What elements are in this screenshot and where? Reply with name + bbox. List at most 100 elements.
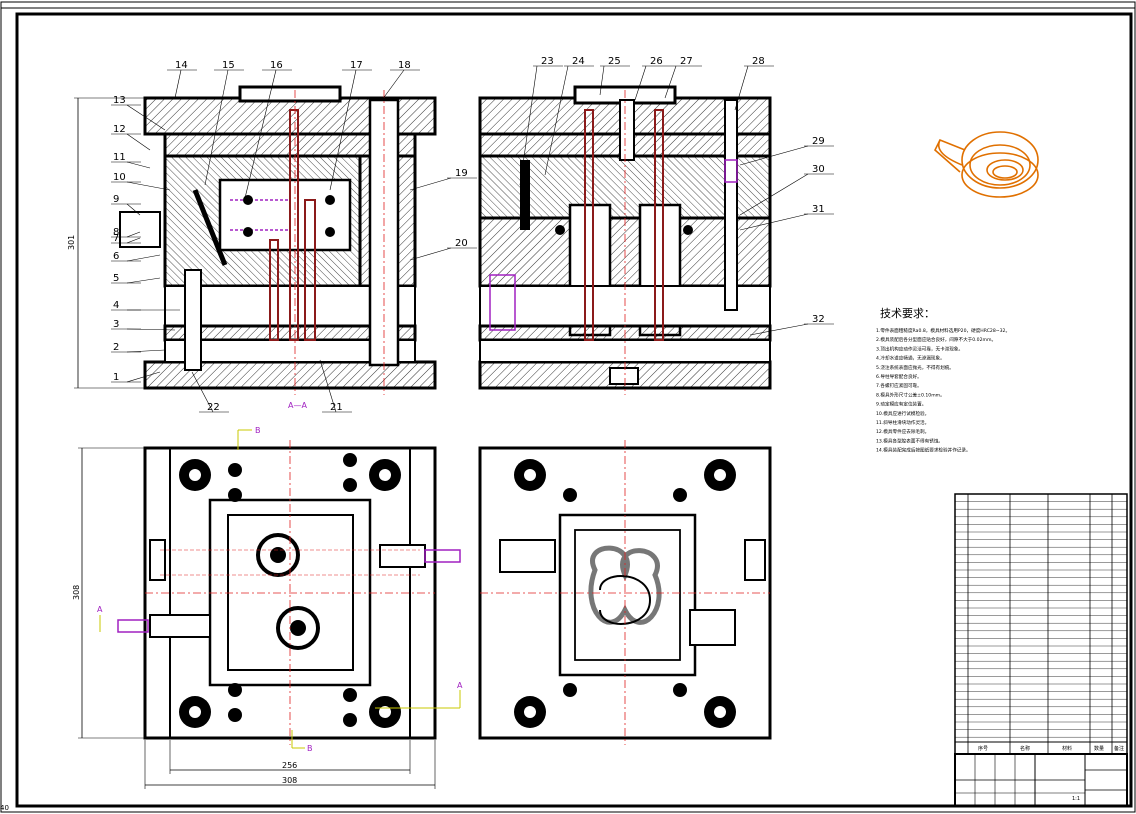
- callout-label-18: 18: [398, 60, 411, 71]
- bom-header-qty: 数量: [1094, 745, 1104, 752]
- callout-leader-15: [204, 69, 229, 186]
- callout-label-28: 28: [752, 56, 765, 67]
- callout-leader-14: [174, 69, 182, 99]
- tech-item-8: 8.模具外形尺寸公差±0.10mm。: [876, 391, 945, 398]
- marker-a-right: A: [457, 681, 463, 690]
- dim-301: 301: [67, 235, 76, 250]
- callout-label-27: 27: [680, 56, 693, 67]
- callout-label-13: 13: [113, 95, 126, 106]
- callout-label-9: 9: [113, 194, 119, 205]
- callout-leader-16: [244, 69, 277, 199]
- callout-leader-5: [126, 277, 161, 284]
- callout-label-31: 31: [812, 204, 825, 215]
- callout-leader-3: [126, 328, 176, 331]
- callout-leader-11: [126, 161, 151, 169]
- callout-label-3: 3: [113, 319, 119, 330]
- bom-header-name: 名称: [1020, 745, 1030, 752]
- callout-label-22: 22: [207, 402, 220, 413]
- callout-leader-26: [634, 65, 647, 101]
- callout-label-2: 2: [113, 342, 119, 353]
- dimension-section-height: 301: [67, 97, 145, 389]
- callout-leader-24: [544, 65, 569, 176]
- tech-item-5: 5.浇注系统表面应抛光，不得有划痕。: [876, 364, 954, 371]
- callout-label-32: 32: [812, 314, 825, 325]
- callout-leader-31: [739, 213, 809, 231]
- callout-leader-12: [126, 133, 151, 151]
- callout-label-14: 14: [175, 60, 188, 71]
- tech-requirements: 技术要求： 1.零件表面粗糙度Ra0.8，模具材料选用P20，硬度HRC28~3…: [876, 307, 1010, 454]
- bom-table: 序号 名称 材料 数量 备注: [954, 493, 1128, 755]
- callout-leader-21: [319, 359, 337, 413]
- section-markers: B B A A: [97, 426, 463, 753]
- callout-leader-7: [126, 237, 141, 244]
- callout-label-12: 12: [113, 124, 126, 135]
- tech-item-10: 10.模具应进行试模检验。: [876, 410, 929, 417]
- tech-item-14: 14.模具装配完成后按图纸要求检验并作记录。: [876, 447, 971, 454]
- callout-leader-22: [191, 371, 214, 413]
- callout-label-29: 29: [812, 136, 825, 147]
- callout-leader-20: [409, 247, 452, 261]
- tech-item-6: 6.导柱导套配合良好。: [876, 373, 922, 380]
- callout-label-15: 15: [222, 60, 235, 71]
- tech-item-3: 3.顶出机构应动作灵活可靠，无卡滞现象。: [876, 345, 963, 352]
- callout-label-23: 23: [541, 56, 554, 67]
- bom-header-material: 材料: [1062, 745, 1072, 752]
- callout-leader-32: [749, 323, 809, 336]
- callout-label-26: 26: [650, 56, 663, 67]
- callout-label-7: 7: [113, 233, 119, 244]
- callout-leader-25: [599, 65, 605, 96]
- tech-item-4: 4.冷却水道应畅通，无渗漏现象。: [876, 355, 945, 362]
- dim-308-vertical: 308: [72, 585, 81, 600]
- callout-leader-29: [739, 145, 809, 166]
- callout-label-10: 10: [113, 172, 126, 183]
- callout-label-8: 8: [113, 227, 119, 238]
- callout-label-6: 6: [113, 251, 119, 262]
- bom-header-remark: 备注: [1114, 745, 1124, 752]
- callout-leader-9: [126, 203, 141, 216]
- callout-label-1: 1: [113, 372, 119, 383]
- callout-leader-13: [126, 104, 166, 131]
- callout-leader-10: [126, 181, 171, 191]
- plan-view-left: [117, 440, 461, 745]
- callout-label-5: 5: [113, 273, 119, 284]
- callout-label-4: 4: [113, 300, 119, 311]
- tech-item-13: 13.模具各型腔表面不得有锈蚀。: [876, 437, 943, 444]
- title-block: 1:1: [954, 753, 1128, 807]
- callout-leader-2: [126, 349, 166, 353]
- callout-label-30: 30: [812, 164, 825, 175]
- section-view-left: [119, 85, 437, 395]
- inner-frame: [15, 12, 1133, 808]
- tech-title: 技术要求：: [880, 307, 935, 320]
- plan-dimensions: 308 256 308: [72, 447, 436, 789]
- callout-leader-17: [329, 69, 357, 191]
- marker-b-bottom: B: [307, 744, 313, 753]
- callout-label-24: 24: [572, 56, 585, 67]
- callout-label-21: 21: [330, 402, 343, 413]
- callout-leader-23: [519, 65, 538, 186]
- callout-leader-18: [381, 69, 405, 101]
- tech-item-12: 12.模具零件应去除毛刺。: [876, 428, 929, 435]
- tech-item-1: 1.零件表面粗糙度Ra0.8，模具材料选用P20，硬度HRC28~32。: [876, 327, 1010, 334]
- title-scale: 1:1: [1072, 796, 1080, 802]
- section-label: A—A: [288, 401, 307, 410]
- callout-label-17: 17: [350, 60, 363, 71]
- callout-leader-27: [664, 65, 677, 99]
- callout-label-19: 19: [455, 168, 468, 179]
- tech-item-11: 11.斜导柱滑块动作灵活。: [876, 419, 929, 426]
- marker-b-top: B: [255, 426, 261, 435]
- corner-mark: 40: [0, 804, 9, 812]
- marker-a-left: A: [97, 605, 103, 614]
- callout-leader-30: [739, 173, 809, 216]
- tech-item-7: 7.各螺钉应紧固可靠。: [876, 382, 922, 389]
- dim-256: 256: [282, 761, 297, 770]
- callout-label-16: 16: [270, 60, 283, 71]
- callout-leader-8: [126, 231, 141, 238]
- dim-308-horizontal: 308: [282, 776, 297, 785]
- tech-item-2: 2.模具装配后各分型面应贴合良好，间隙不大于0.02mm。: [876, 336, 996, 343]
- callout-label-11: 11: [113, 152, 126, 163]
- callout-leader-19: [409, 177, 452, 191]
- plan-view-right: [478, 440, 772, 745]
